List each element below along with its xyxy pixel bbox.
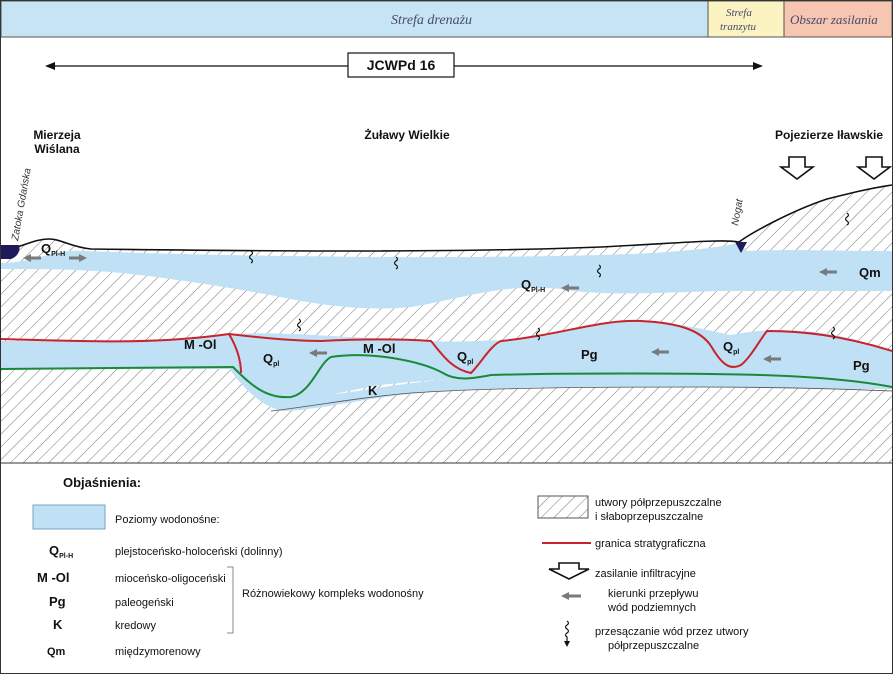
place-nogat: Nogat — [730, 197, 746, 226]
extent-arrow-right-icon — [753, 62, 763, 70]
infiltration-arrows — [778, 156, 892, 180]
label-qm: Qm — [859, 265, 881, 280]
aquifer-complex — [1, 320, 892, 401]
flow-arrow-icon — [309, 349, 327, 357]
extent-arrow-left-icon — [45, 62, 55, 70]
label-q-plh-left: QPl-H — [41, 241, 65, 258]
legend-symbol-pg: Pg — [49, 594, 66, 609]
infiltration-arrow-icon — [855, 156, 892, 180]
legend-seepage-label-1: przesączanie wód przez utwory — [595, 626, 749, 638]
infiltration-arrow-icon — [778, 156, 816, 180]
label-pg-right: Pg — [853, 358, 870, 373]
legend-complex-bracket — [227, 566, 234, 634]
legend-symbol-q-plh: QPl-H — [49, 543, 73, 560]
place-ilawa: Pojezierze Iławskie — [775, 128, 883, 142]
seepage-icon — [596, 264, 602, 278]
zone-transit-label-1: Strefa — [726, 7, 752, 19]
flow-arrows — [23, 254, 837, 363]
legend-symbol-m-ol: M -Ol — [37, 570, 70, 585]
flow-arrow-icon — [69, 254, 87, 262]
zone-recharge-label: Obszar zasilania — [790, 12, 878, 27]
flow-arrow-icon — [561, 284, 579, 292]
label-m-ol-left: M -Ol — [184, 337, 217, 352]
flow-arrow-icon — [651, 348, 669, 356]
zone-transit-label-2: tranzytu — [720, 21, 757, 33]
legend-hatch-swatch — [537, 495, 589, 519]
label-q-plh-mid: QPl-H — [521, 277, 545, 294]
unit-label: JCWPd 16 — [367, 57, 436, 73]
legend-desc-m-ol: mioceńsko-oligoceński — [115, 573, 226, 585]
place-zulawy: Żuławy Wielkie — [364, 127, 450, 142]
legend-desc-q-plh: plejstoceńsko-holoceński (dolinny) — [115, 546, 283, 558]
seepage-icon — [393, 256, 399, 270]
k-top-line — [1, 354, 892, 399]
legend: Objaśnienia: Poziomy wodonośne: QPl-H pl… — [32, 475, 749, 658]
label-q-pl-3: Qpl — [723, 339, 739, 356]
nogat-river — [735, 242, 747, 253]
label-q-pl-1: Qpl — [263, 351, 279, 368]
aquifer-k — [231, 369, 892, 411]
place-bay: Zatoka Gdańska — [10, 167, 34, 243]
legend-semi-permeable-2: i słaboprzepuszczalne — [595, 511, 703, 523]
zone-drainage-label: Strefa drenażu — [391, 13, 472, 28]
label-pg-mid: Pg — [581, 347, 598, 362]
zone-header: Strefa drenażu Strefa tranzytu Obszar za… — [1, 1, 892, 38]
legend-symbol-qm: Qm — [47, 646, 66, 658]
legend-semi-permeable-1: utwory półprzepuszczalne — [595, 497, 722, 509]
legend-symbol-k: K — [53, 617, 63, 632]
legend-infiltration-label: zasilanie infiltracyjne — [595, 568, 696, 580]
label-q-pl-2: Qpl — [457, 349, 473, 366]
aquifer-base-line — [270, 386, 892, 412]
sea-gulf — [1, 245, 20, 259]
legend-desc-qm: międzymorenowy — [115, 646, 201, 658]
strat-boundary-line — [1, 319, 892, 375]
unit-label-box — [347, 52, 455, 78]
legend-aquifer-label: Poziomy wodonośne: — [115, 514, 220, 526]
flow-arrow-icon — [763, 355, 781, 363]
seepage-icon — [830, 326, 836, 340]
legend-seepage-icon — [564, 620, 570, 643]
ground-surface — [1, 184, 892, 252]
flow-arrow-icon — [819, 268, 837, 276]
zone-transit-band — [707, 1, 785, 38]
legend-infiltration-icon — [548, 562, 590, 580]
legend-title: Objaśnienia: — [63, 475, 141, 490]
semi-permeable-body — [1, 185, 892, 463]
legend-complex-label: Różnowiekowy kompleks wodonośny — [242, 588, 424, 600]
legend-strat-label: granica stratygraficzna — [595, 538, 707, 550]
legend-desc-k: kredowy — [115, 620, 156, 632]
label-m-ol-mid: M -Ol — [363, 341, 396, 356]
legend-aquifer-swatch — [32, 504, 106, 530]
seepage-icon — [844, 212, 850, 226]
seepage-icon — [248, 250, 254, 264]
place-spit-2: Wiślana — [34, 142, 80, 156]
legend-flow-label-2: wód podziemnych — [607, 602, 696, 614]
unit-extent-arrow: JCWPd 16 — [45, 52, 763, 78]
flow-arrow-icon — [23, 254, 41, 262]
legend-flow-arrow-icon — [561, 592, 581, 600]
seepage-icon — [296, 318, 302, 332]
zone-drainage-band — [1, 1, 709, 38]
legend-seepage-label-2: półprzepuszczalne — [608, 640, 699, 652]
legend-desc-pg: paleogeński — [115, 597, 174, 609]
aquifer-q-plh — [1, 243, 892, 309]
seepage-icon — [535, 327, 541, 341]
legend-seepage-arrowhead-icon — [564, 641, 570, 647]
cross-section: QPl-H QPl-H Qm M -Ol M -Ol Qpl Qpl Qpl P… — [1, 156, 892, 463]
zone-recharge-band — [783, 1, 892, 38]
legend-flow-label-1: kierunki przepływu — [608, 588, 698, 600]
place-spit-1: Mierzeja — [33, 128, 81, 142]
label-k: K — [368, 383, 378, 398]
seepage-marks — [248, 212, 850, 341]
